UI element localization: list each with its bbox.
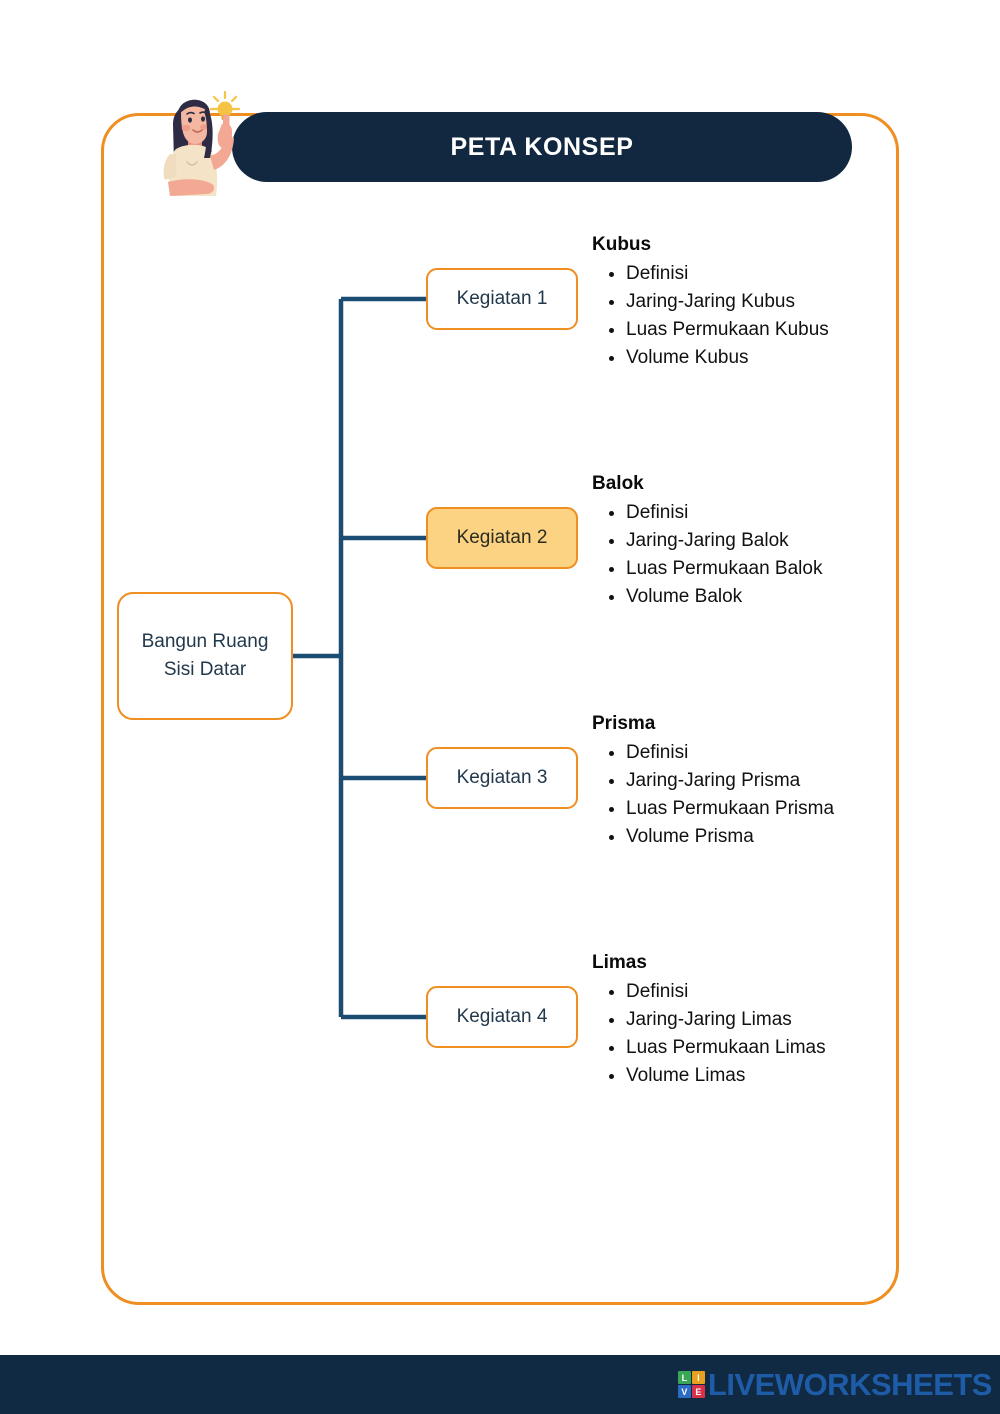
list-item: Definisi <box>626 499 922 527</box>
resting-arm <box>168 179 214 196</box>
list-item: Volume Kubus <box>626 344 922 372</box>
hair-front <box>178 99 210 118</box>
girl-pointing-up-with-lightbulb-icon <box>148 84 264 204</box>
liveworksheets-logo[interactable]: L I V E LIVEWORKSHEETS <box>677 1366 993 1403</box>
list-item: Luas Permukaan Kubus <box>626 316 922 344</box>
list-item: Jaring-Jaring Kubus <box>626 288 922 316</box>
pointing-finger <box>223 114 230 130</box>
topic-block-kubus: Kubus Definisi Jaring-Jaring Kubus Luas … <box>592 232 922 372</box>
topic-item-list: Definisi Jaring-Jaring Limas Luas Permuk… <box>592 978 922 1090</box>
topic-title: Balok <box>592 473 644 494</box>
topic-block-prisma: Prisma Definisi Jaring-Jaring Prisma Lua… <box>592 711 922 851</box>
list-item: Luas Permukaan Limas <box>626 1034 922 1062</box>
topic-item-list: Definisi Jaring-Jaring Balok Luas Permuk… <box>592 499 922 611</box>
list-item: Definisi <box>626 978 922 1006</box>
topic-title: Limas <box>592 952 647 973</box>
mindmap-node-kegiatan-3[interactable]: Kegiatan 3 <box>426 747 578 809</box>
header-banner: PETA KONSEP <box>232 112 852 182</box>
list-item: Luas Permukaan Balok <box>626 555 922 583</box>
list-item: Jaring-Jaring Balok <box>626 527 922 555</box>
liveworksheets-wordmark: LIVEWORKSHEETS <box>707 1366 993 1402</box>
topic-title: Prisma <box>592 713 656 734</box>
list-item: Volume Balok <box>626 583 922 611</box>
node-label: Kegiatan 3 <box>456 767 548 789</box>
list-item: Jaring-Jaring Limas <box>626 1006 922 1034</box>
footer-bar: L I V E LIVEWORKSHEETS <box>0 1355 1000 1414</box>
topic-block-balok: Balok Definisi Jaring-Jaring Balok Luas … <box>592 471 922 611</box>
list-item: Volume Prisma <box>626 823 922 851</box>
topic-block-limas: Limas Definisi Jaring-Jaring Limas Luas … <box>592 950 922 1090</box>
topic-item-list: Definisi Jaring-Jaring Prisma Luas Permu… <box>592 739 922 851</box>
lightbulb-icon <box>209 90 241 120</box>
liveworksheets-logo-tiles: L I V E <box>677 1371 705 1398</box>
node-label: Kegiatan 1 <box>456 288 548 310</box>
node-label: Kegiatan 2 <box>456 527 548 549</box>
list-item: Jaring-Jaring Prisma <box>626 767 922 795</box>
mindmap-node-kegiatan-1[interactable]: Kegiatan 1 <box>426 268 578 330</box>
root-label-line1: Bangun Ruang <box>141 631 269 653</box>
logo-tile-l: L <box>677 1371 691 1384</box>
topic-title: Kubus <box>592 234 652 255</box>
list-item: Definisi <box>626 260 922 288</box>
topic-item-list: Definisi Jaring-Jaring Kubus Luas Permuk… <box>592 260 922 372</box>
list-item: Definisi <box>626 739 922 767</box>
list-item: Luas Permukaan Prisma <box>626 795 922 823</box>
hair-side <box>204 108 213 158</box>
page-title: PETA KONSEP <box>450 132 634 161</box>
node-label: Kegiatan 4 <box>456 1006 548 1028</box>
hand <box>217 123 232 149</box>
mindmap-node-kegiatan-2[interactable]: Kegiatan 2 <box>426 507 578 569</box>
list-item: Volume Limas <box>626 1062 922 1090</box>
logo-tile-i: I <box>691 1371 705 1384</box>
root-label-line2: Sisi Datar <box>163 659 247 680</box>
mindmap-root-node[interactable]: Bangun Ruang Sisi Datar <box>117 592 293 720</box>
logo-tile-v: V <box>677 1385 691 1398</box>
logo-tile-e: E <box>691 1385 705 1398</box>
mindmap-node-kegiatan-4[interactable]: Kegiatan 4 <box>426 986 578 1048</box>
